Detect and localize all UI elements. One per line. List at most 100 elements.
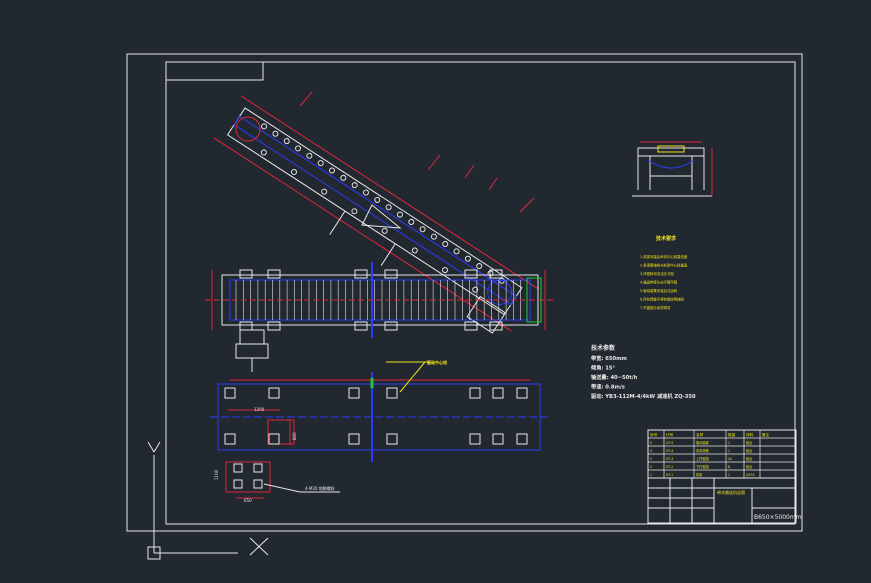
tech-param-line: 带速: 0.8m/s bbox=[591, 383, 625, 391]
carrier-roller bbox=[419, 226, 426, 233]
base-pad bbox=[233, 479, 243, 489]
ucs-icon bbox=[147, 441, 269, 560]
support-leg bbox=[464, 321, 478, 331]
tech-req-line: 7.外露部分涂防锈漆 bbox=[640, 305, 671, 310]
scale-note: B650×5000mm bbox=[754, 514, 802, 521]
carrier-roller bbox=[476, 263, 483, 270]
bom-header: 代号 bbox=[666, 432, 674, 437]
foundation-pad bbox=[268, 387, 280, 399]
carrier-roller bbox=[272, 130, 279, 137]
tech-req-line: 4.输送带接头应平整牢固 bbox=[640, 280, 678, 285]
bom-cell: Q235 bbox=[746, 473, 755, 477]
carrier-roller bbox=[295, 145, 302, 152]
return-roller bbox=[381, 227, 388, 234]
bom-cell: 上托辊组 bbox=[696, 456, 710, 461]
bom-header: 备注 bbox=[762, 432, 770, 437]
foundation-pad bbox=[469, 433, 481, 445]
carrier-roller bbox=[317, 160, 324, 167]
bom-cell: 5 bbox=[650, 441, 652, 445]
bom-cell: 驱动装置 bbox=[696, 440, 709, 445]
bom-cell: DT-4 bbox=[666, 449, 673, 453]
carrier-roller bbox=[464, 255, 471, 262]
support-leg bbox=[489, 321, 503, 331]
return-roller bbox=[472, 286, 479, 293]
bom-cell: 8 bbox=[728, 465, 730, 469]
bom-header: 名称 bbox=[696, 432, 704, 437]
bom-cell: 组合 bbox=[746, 448, 753, 453]
return-roller bbox=[321, 188, 328, 195]
bom-cell: 1 bbox=[650, 473, 652, 477]
technical-parameters: 技术参数 带宽: 650mm 倾角: 15°输送量: 40~50t/h 带速: 0.… bbox=[590, 344, 696, 400]
support-leg bbox=[464, 269, 478, 279]
bom-header: 序号 bbox=[650, 432, 658, 437]
foundation-pad bbox=[469, 387, 481, 399]
tech-req-line: 6.所有焊缝不得有裂纹等缺陷 bbox=[640, 297, 685, 302]
support-leg bbox=[384, 321, 398, 331]
anchor-bolt-callout: 4-M20 地脚螺栓 bbox=[305, 485, 335, 491]
tech-req-line: 2.各滚筒轴线与机架中心线垂直 bbox=[640, 263, 688, 268]
dim-label-1: 1200 bbox=[254, 407, 265, 412]
support-leg bbox=[354, 321, 368, 331]
carrier-roller bbox=[442, 240, 449, 247]
foundation-pad bbox=[224, 433, 236, 445]
carrier-roller bbox=[329, 167, 336, 174]
carrier-roller bbox=[283, 138, 290, 145]
carrier-roller bbox=[430, 233, 437, 240]
tech-param-line: 倾角: 15° bbox=[590, 364, 615, 372]
base-pad bbox=[253, 463, 263, 473]
sheet-border bbox=[126, 53, 803, 532]
tech-req-heading: 技术要求 bbox=[656, 235, 677, 242]
bom-cell: 组合 bbox=[746, 440, 753, 445]
foundation-pad bbox=[224, 387, 236, 399]
support-leg bbox=[384, 269, 398, 279]
foundation-pad bbox=[386, 433, 398, 445]
drawing-title: 带式输送机总图 bbox=[717, 489, 745, 495]
carrier-roller bbox=[453, 248, 460, 255]
carrier-roller bbox=[351, 182, 358, 189]
dim-label-2: 800 bbox=[292, 432, 297, 440]
tech-params-heading: 技术参数 bbox=[591, 344, 616, 352]
carrier-roller bbox=[374, 196, 381, 203]
carrier-roller bbox=[396, 211, 403, 218]
bom-header: 数量 bbox=[728, 432, 736, 437]
bom-cell: 1 bbox=[728, 449, 730, 453]
tech-param-line: 带宽: 650mm bbox=[591, 354, 627, 362]
base-plate-detail bbox=[225, 461, 340, 499]
tech-req-line: 5.驱动装置安装后试运转 bbox=[640, 288, 678, 293]
support-leg bbox=[239, 269, 253, 279]
bom-cell: 组合 bbox=[746, 456, 753, 461]
foundation-pad bbox=[516, 387, 528, 399]
tech-param-line: 输送量: 40~50t/h bbox=[591, 373, 638, 381]
bom-cell: 4 bbox=[650, 449, 652, 453]
drive-unit-detail bbox=[235, 329, 269, 372]
foundation-plan bbox=[210, 372, 548, 462]
base-pad bbox=[253, 479, 263, 489]
foundation-pad bbox=[492, 387, 504, 399]
bom-cell: 1 bbox=[728, 441, 730, 445]
base-pad bbox=[233, 463, 243, 473]
return-roller bbox=[351, 208, 358, 215]
bom-cell: 3 bbox=[650, 457, 652, 461]
carrier-roller bbox=[385, 204, 392, 211]
foundation-pad bbox=[268, 433, 280, 445]
carrier-roller bbox=[408, 218, 415, 225]
dim-label-4: 650 bbox=[244, 498, 252, 503]
bom-cell: 机架 bbox=[696, 472, 703, 477]
support-leg bbox=[489, 269, 503, 279]
bom-cell: DT-3 bbox=[666, 457, 673, 461]
foundation-pad bbox=[492, 433, 504, 445]
foundation-pad bbox=[516, 433, 528, 445]
cross-section-view bbox=[632, 141, 713, 197]
return-roller bbox=[411, 247, 418, 254]
bom-cell: 改向滚筒 bbox=[696, 448, 709, 453]
foundation-pad bbox=[348, 433, 360, 445]
bom-cell: 2 bbox=[650, 465, 652, 469]
return-roller bbox=[441, 267, 448, 274]
tech-param-line: 驱动: YB3-112M-4/4kW 减速机 ZQ-350 bbox=[591, 392, 696, 400]
bom-cell: DT-5 bbox=[666, 441, 673, 445]
return-roller bbox=[260, 149, 267, 156]
tech-req-line: 1.机架安装后纵向中心线直线度 bbox=[640, 254, 688, 259]
carrier-roller bbox=[362, 189, 369, 196]
dim-label-3: 1100 bbox=[214, 469, 219, 480]
